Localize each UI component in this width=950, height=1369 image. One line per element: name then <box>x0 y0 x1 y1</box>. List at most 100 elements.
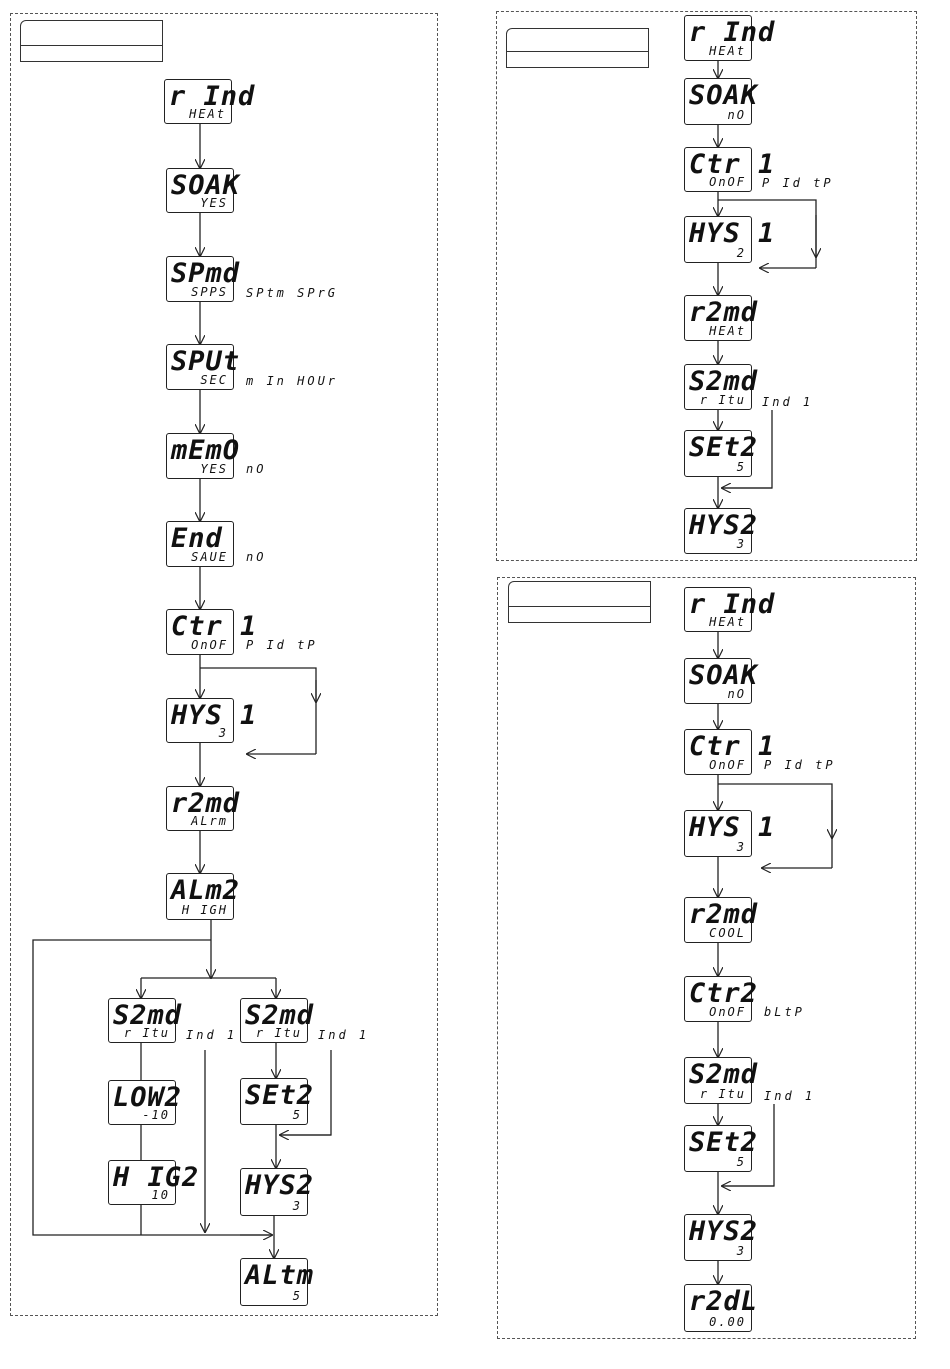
display-bottom-text: OnOF <box>191 638 228 652</box>
right-top-flow-panel <box>496 11 917 561</box>
display-low2: LOW2 -10 <box>108 1080 183 1125</box>
display-top-text: HYS2 <box>689 1216 759 1247</box>
display-bottom-text: OnOF <box>709 1005 746 1019</box>
ctr1-options: P Id tP <box>764 758 836 772</box>
display-top-text: SOAK <box>689 80 759 111</box>
display-top-text: S2md <box>689 1059 759 1090</box>
display-hys1: HYS 1 3 <box>684 810 776 857</box>
display-bottom-text: r Itu <box>123 1026 170 1040</box>
display-bottom-text: 5 <box>292 1289 302 1303</box>
display-top-text: ALm2 <box>171 875 241 906</box>
display-end: End SAUE <box>166 521 234 567</box>
right-bottom-panel-tab <box>508 581 651 623</box>
display-bottom-text: OnOF <box>709 175 746 189</box>
display-bottom-text: nO <box>727 108 746 122</box>
display-hys1: HYS 1 2 <box>684 216 776 263</box>
display-bottom-text: nO <box>727 687 746 701</box>
display-top-text: mEmO <box>171 435 241 466</box>
memo-options: nO <box>246 462 267 476</box>
display-top-text: SEt2 <box>689 432 759 463</box>
display-bottom-text: ALrm <box>191 814 228 828</box>
display-bottom-text: HEAt <box>189 107 226 121</box>
spmd-options: SPtm SPrG <box>246 286 339 300</box>
display-bottom-text: r Itu <box>699 1087 746 1101</box>
display-soak: SOAK YES <box>166 168 241 213</box>
display-top-text: SOAK <box>689 660 759 691</box>
ctr2-options: bLtP <box>764 1005 805 1019</box>
display-ctr1: Ctr 1 OnOF <box>684 147 776 192</box>
display-top-text: End <box>171 523 223 554</box>
display-bottom-text: 5 <box>292 1108 302 1122</box>
display-bottom-text: 3 <box>292 1199 302 1213</box>
display-top-text: HYS 1 <box>171 700 258 731</box>
display-top-text: SEt2 <box>689 1127 759 1158</box>
display-top-text: LOW2 <box>113 1082 183 1113</box>
display-bottom-text: 10 <box>151 1188 170 1202</box>
display-top-text: r2md <box>171 788 241 819</box>
display-soak: SOAK nO <box>684 78 759 125</box>
display-alm2: ALm2 H IGH <box>166 873 241 920</box>
display-top-text: S2md <box>113 1000 183 1031</box>
display-top-text: SPUt <box>171 346 241 377</box>
display-set2: SEt2 5 <box>684 430 759 477</box>
display-bottom-text: SPPS <box>191 285 228 299</box>
display-bottom-text: YES <box>200 462 228 476</box>
display-hys2: HYS2 3 <box>240 1168 315 1216</box>
display-top-text: r Ind <box>689 589 776 620</box>
display-top-text: r Ind <box>689 17 776 48</box>
display-bottom-text: OnOF <box>709 758 746 772</box>
display-s2md: S2md r Itu <box>684 1057 759 1104</box>
display-top-text: ALtm <box>245 1260 315 1291</box>
display-r-ind: r Ind HEAt <box>164 79 254 124</box>
right-top-panel-tab <box>506 28 649 68</box>
display-top-text: r2dL <box>689 1286 759 1317</box>
display-r2dl: r2dL 0.00 <box>684 1284 759 1332</box>
display-bottom-text: 2 <box>736 246 746 260</box>
display-top-text: HYS2 <box>689 510 759 541</box>
display-top-text: r2md <box>689 899 759 930</box>
ctr1-options: P Id tP <box>246 638 318 652</box>
display-bottom-text: COOL <box>709 926 746 940</box>
display-bottom-text: 5 <box>736 460 746 474</box>
display-altm: ALtm 5 <box>240 1258 315 1306</box>
display-sput: SPUt SEC <box>166 344 241 390</box>
display-hys1: HYS 1 3 <box>166 698 258 743</box>
display-ctr1: Ctr 1 OnOF <box>166 609 256 655</box>
display-ctr2: Ctr2 OnOF <box>684 976 757 1022</box>
s2md-options: Ind 1 <box>764 1089 816 1103</box>
display-s2md: S2md r Itu <box>684 364 757 410</box>
display-top-text: HYS 1 <box>689 218 776 249</box>
ctr1-options: P Id tP <box>762 176 834 190</box>
display-bottom-text: YES <box>200 196 228 210</box>
display-top-text: S2md <box>245 1000 315 1031</box>
display-top-text: HYS2 <box>245 1170 315 1201</box>
display-top-text: HYS 1 <box>689 812 776 843</box>
display-soak: SOAK nO <box>684 658 759 704</box>
end-options: nO <box>246 550 267 564</box>
display-top-text: SEt2 <box>245 1080 315 1111</box>
display-top-text: Ctr 1 <box>689 149 776 180</box>
display-ctr1: Ctr 1 OnOF <box>684 729 776 775</box>
display-hys2: HYS2 3 <box>684 1214 759 1261</box>
display-top-text: Ctr 1 <box>689 731 776 762</box>
display-hys2: HYS2 3 <box>684 508 759 554</box>
s2md-options: Ind 1 <box>762 395 814 409</box>
display-r-ind: r Ind HEAt <box>684 15 776 61</box>
display-bottom-text: -10 <box>142 1108 170 1122</box>
display-bottom-text: r Itu <box>255 1026 302 1040</box>
display-top-text: SOAK <box>171 170 241 201</box>
display-bottom-text: SEC <box>200 373 228 387</box>
display-bottom-text: H IGH <box>181 903 228 917</box>
display-bottom-text: 3 <box>736 840 746 854</box>
display-bottom-text: HEAt <box>709 615 746 629</box>
display-top-text: r2md <box>689 297 759 328</box>
display-bottom-text: HEAt <box>709 44 746 58</box>
display-spmd: SPmd SPPS <box>166 256 239 302</box>
display-top-text: H IG2 <box>113 1162 200 1193</box>
display-bottom-text: HEAt <box>709 324 746 338</box>
s2md-right-options: Ind 1 <box>318 1028 370 1042</box>
sput-options: m In HOUr <box>246 374 339 388</box>
s2md-left-options: Ind 1 <box>186 1028 238 1042</box>
display-r2md: r2md HEAt <box>684 295 759 341</box>
